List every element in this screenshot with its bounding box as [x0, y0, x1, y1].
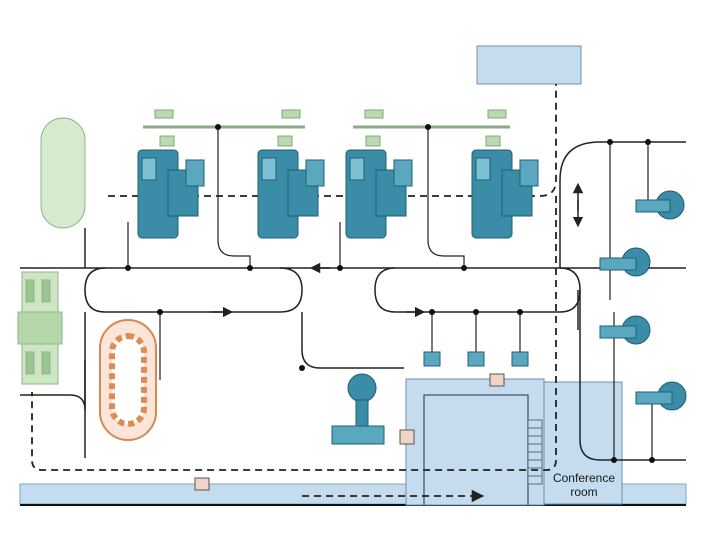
robot-arm: [331, 373, 385, 445]
machine: [257, 149, 325, 239]
conference-room-label: Conference: [553, 471, 615, 485]
machine: [471, 149, 539, 239]
stairs: [527, 419, 543, 485]
door-marker: [194, 477, 210, 491]
machine: [345, 149, 413, 239]
office-box: [476, 45, 582, 85]
conference-room-label: room: [570, 485, 597, 499]
robot-cell: [599, 190, 687, 411]
vehicle-equipment: [17, 271, 63, 385]
oval-conveyor: [99, 319, 157, 441]
dashed-route: [31, 84, 557, 471]
main-building: [405, 378, 545, 506]
machine: [137, 149, 205, 239]
door-marker: [399, 429, 415, 445]
conference-room: [543, 381, 623, 505]
rail-picker: [154, 109, 507, 147]
station: [423, 351, 529, 367]
junction-dot: [125, 124, 655, 463]
door-marker: [489, 373, 505, 387]
storage-tank: [40, 117, 86, 229]
